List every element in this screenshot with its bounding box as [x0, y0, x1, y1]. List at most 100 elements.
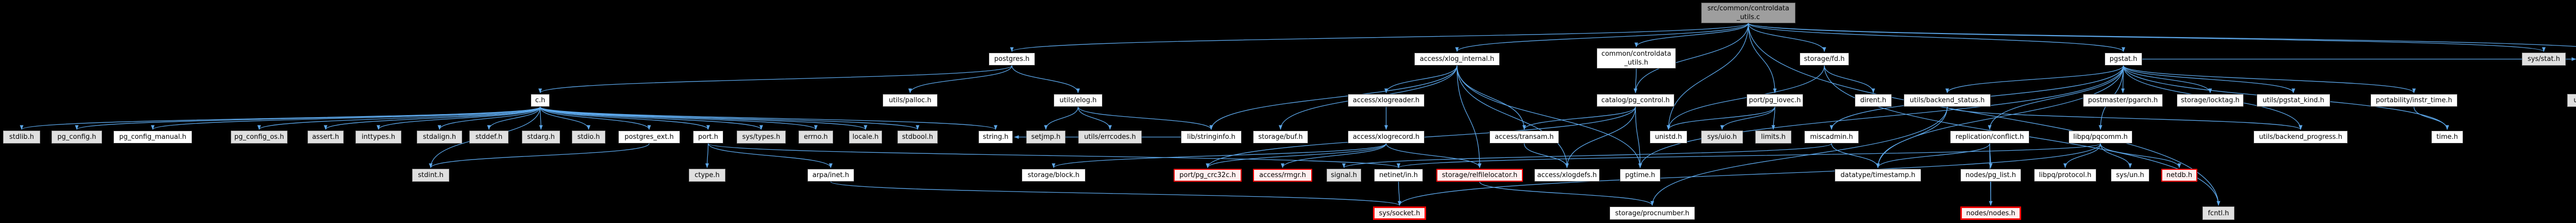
node-catalog-pg-control-h[interactable]: catalog/pg_control.h	[1597, 94, 1674, 107]
edge-postgres-h--utils-palloc-h	[908, 65, 1012, 93]
node-storage-buf-h[interactable]: storage/buf.h	[1253, 131, 1308, 144]
node-stdarg-h: stdarg.h	[522, 131, 560, 144]
node-libpq-protocol-h[interactable]: libpq/protocol.h	[2034, 169, 2096, 182]
node-dirent-h[interactable]: dirent.h	[1855, 94, 1892, 107]
edge-c-h--stdbool-h	[539, 106, 920, 130]
node-stdbool-h: stdbool.h	[897, 131, 938, 144]
edge-pgstat-h--replication-conflict-h	[1988, 65, 2124, 130]
edge-root--postgres-h	[1010, 23, 1749, 52]
node-libpq-pqcomm-h[interactable]: libpq/pqcomm.h	[2069, 131, 2132, 144]
node-stdint-h: stdint.h	[412, 169, 449, 182]
node-pgstat-h[interactable]: pgstat.h	[2105, 53, 2142, 66]
node-utils-backend-progress-h[interactable]: utils/backend_progress.h	[2253, 131, 2348, 144]
node-pg-config-manual-h[interactable]: pg_config_manual.h	[113, 131, 192, 144]
edge-c-h--pg-config-os-h	[257, 106, 541, 130]
node-port-pg-iovec-h[interactable]: port/pg_iovec.h	[1747, 94, 1803, 107]
node-utils-pgstat-kind-h[interactable]: utils/pgstat_kind.h	[2257, 94, 2330, 107]
edge-pgstat-h--storage-locktag-h	[2123, 65, 2212, 93]
node-access-transam-h[interactable]: access/transam.h	[1489, 131, 1559, 144]
node-pg-config-os-h: pg_config_os.h	[231, 131, 287, 144]
edge-libpq-pqcomm-h--sys-socket-h	[1398, 143, 2101, 206]
edge-port-h--arpa-inet-h	[707, 143, 833, 168]
node-access-rmgr-h[interactable]: access/rmgr.h	[1253, 169, 1312, 182]
edge-catalog-pg-control-h--access-xlogdefs-h	[1565, 106, 1636, 168]
node-assert-h: assert.h	[308, 131, 344, 144]
node-utils-wait-event-types-h: utils/wait_event_types.h	[2567, 94, 2576, 107]
node-access-xlogreader-h[interactable]: access/xlogreader.h	[1348, 94, 1425, 107]
node-storage-block-h[interactable]: storage/block.h	[1022, 169, 1086, 182]
edge-port-h--ctype-h	[705, 143, 709, 168]
edge-postgres-h--c-h	[538, 65, 1012, 93]
edge-root--utils-wait-event-h	[1748, 23, 2576, 47]
edge-catalog-pg-control-h--access-transam-h	[1522, 106, 1636, 130]
node-port-pg-crc32c-h[interactable]: port/pg_crc32c.h	[1174, 169, 1242, 182]
node-storage-fd-h[interactable]: storage/fd.h	[1800, 53, 1849, 66]
node-sys-types-h: sys/types.h	[737, 131, 786, 144]
node-pgtime-h[interactable]: pgtime.h	[1620, 169, 1660, 182]
edge-c-h--port-h	[539, 106, 710, 130]
node-nodes-nodes-h[interactable]: nodes/nodes.h	[1960, 206, 2021, 220]
node-datatype-timestamp-h[interactable]: datatype/timestamp.h	[1835, 169, 1921, 182]
edge-libpq-pqcomm-h--libpq-protocol-h	[2063, 143, 2101, 168]
node-postgres-ext-h[interactable]: postgres_ext.h	[618, 131, 680, 144]
edge-root--storage-fd-h	[1748, 23, 1826, 52]
edge-c-h--assert-h	[324, 106, 541, 130]
node-common-controldata-utils-h[interactable]: common/controldata _utils.h	[1597, 48, 1676, 69]
edge-root--catalog-pg-control-h	[1634, 23, 1749, 93]
node-replication-conflict-h[interactable]: replication/conflict.h	[1950, 131, 2029, 144]
node-arpa-inet-h[interactable]: arpa/inet.h	[807, 169, 854, 182]
edge-catalog-pg-control-h--pgtime-h	[1635, 106, 1642, 168]
node-access-xlog-internal-h[interactable]: access/xlog_internal.h	[1414, 53, 1500, 66]
node-miscadmin-h[interactable]: miscadmin.h	[1804, 131, 1859, 144]
node-storage-locktag-h[interactable]: storage/locktag.h	[2177, 94, 2244, 107]
edge-arpa-inet-h--sys-socket-h	[830, 181, 1401, 206]
edge-c-h--string-h	[539, 106, 997, 130]
node-time-h[interactable]: time.h	[2431, 131, 2463, 144]
edge-utils-elog-h--setjmp-h	[1044, 106, 1079, 130]
node-utils-backend-status-h[interactable]: utils/backend_status.h	[1904, 94, 1991, 107]
node-utils-elog-h[interactable]: utils/elog.h	[1054, 94, 1103, 107]
edge-replication-conflict-h--datatype-timestamp-h	[1876, 143, 1990, 168]
node-storage-procnumber-h[interactable]: storage/procnumber.h	[1609, 206, 1695, 220]
node-lib-stringinfo-h[interactable]: lib/stringinfo.h	[1181, 131, 1242, 144]
edge-root--fcntl-h	[1748, 23, 2221, 206]
node-ctype-h: ctype.h	[689, 169, 725, 182]
node-sys-socket-h[interactable]: sys/socket.h	[1373, 206, 1426, 220]
node-netdb-h[interactable]: netdb.h	[2161, 169, 2197, 182]
node-netinet-in-h[interactable]: netinet/in.h	[1374, 169, 1423, 182]
node-access-xlogdefs-h[interactable]: access/xlogdefs.h	[1534, 169, 1600, 182]
edge-utils-backend-status-h--datatype-timestamp-h	[1876, 106, 1948, 168]
edge-libpq-pqcomm-h--netdb-h	[2100, 143, 2181, 168]
node-nodes-pg-list-h[interactable]: nodes/pg_list.h	[1960, 169, 2021, 182]
node-portability-instr-time-h[interactable]: portability/instr_time.h	[2370, 94, 2458, 107]
edge-storage-fd-h--unistd-h	[1667, 65, 1825, 130]
node-root: src/common/controldata _utils.c	[1701, 3, 1795, 23]
node-string-h[interactable]: string.h	[978, 131, 1013, 144]
edge-root--access-xlog-internal-h	[1455, 23, 1749, 52]
node-sys-un-h[interactable]: sys/un.h	[2111, 169, 2149, 182]
edge-pgstat-h--portability-instr-time-h	[2123, 65, 2416, 93]
edge-storage-relfilelocator-h--storage-procnumber-h	[1479, 181, 1654, 206]
node-postgres-h[interactable]: postgres.h	[989, 53, 1035, 66]
node-storage-relfilelocator-h[interactable]: storage/relfilelocator.h	[1436, 169, 1523, 182]
node-stdlib-h: stdlib.h	[3, 131, 40, 144]
edge-port-h--netinet-in-h	[707, 143, 1400, 168]
node-sys-uio-h: sys/uio.h	[1701, 131, 1743, 144]
node-postmaster-pgarch-h[interactable]: postmaster/pgarch.h	[2083, 94, 2163, 107]
node-fcntl-h: fcntl.h	[2202, 206, 2234, 220]
node-utils-palloc-h[interactable]: utils/palloc.h	[883, 94, 938, 107]
edge-access-xlog-internal-h--access-transam-h	[1456, 65, 1526, 130]
node-unistd-h[interactable]: unistd.h	[1650, 131, 1687, 144]
node-signal-h: signal.h	[1327, 169, 1361, 182]
node-stdalign-h: stdalign.h	[417, 131, 462, 144]
edge-c-h--errno-h	[539, 106, 818, 130]
edge-c-h--stdarg-h	[539, 106, 543, 130]
node-utils-errcodes-h: utils/errcodes.h	[1078, 131, 1142, 144]
node-access-xlogrecord-h[interactable]: access/xlogrecord.h	[1348, 131, 1425, 144]
edge-pgstat-h--pgtime-h	[1638, 65, 2124, 168]
node-port-h[interactable]: port.h	[693, 131, 723, 144]
edge-miscadmin-h--signal-h	[1342, 143, 1832, 168]
edge-root--common-controldata-utils-h	[1634, 23, 1749, 47]
node-c-h[interactable]: c.h	[531, 94, 550, 107]
